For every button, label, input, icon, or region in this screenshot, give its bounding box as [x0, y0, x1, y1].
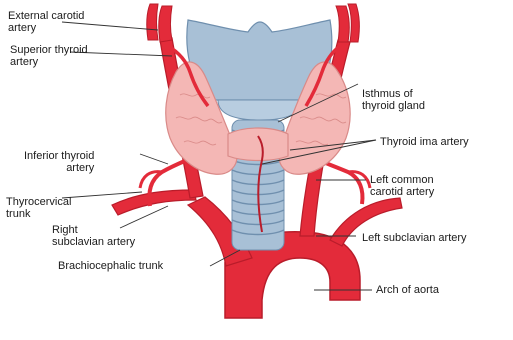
label-thyroid-ima-artery: Thyroid ima artery: [380, 136, 469, 148]
left-external-carotid-artery: [336, 6, 349, 42]
label-left-common-carotid-artery: Left common carotid artery: [370, 174, 434, 198]
right-external-carotid-artery: [159, 6, 172, 42]
label-thyrocervical-trunk: Thyrocervical trunk: [6, 196, 71, 220]
label-left-subclavian-artery: Left subclavian artery: [362, 232, 467, 244]
label-inferior-thyroid-artery: Inferior thyroid artery: [24, 150, 94, 174]
label-superior-thyroid-artery: Superior thyroid artery: [10, 44, 88, 68]
left-internal-carotid-artery: [348, 4, 359, 42]
label-arch-of-aorta: Arch of aorta: [376, 284, 439, 296]
label-right-subclavian-artery: Right subclavian artery: [52, 224, 135, 248]
label-isthmus-of-thyroid-gland: Isthmus of thyroid gland: [362, 88, 425, 112]
thyroid-isthmus: [228, 128, 288, 161]
label-brachiocephalic-trunk: Brachiocephalic trunk: [58, 260, 163, 272]
right-internal-carotid-artery: [147, 4, 158, 40]
label-external-carotid-artery: External carotid artery: [8, 10, 84, 34]
